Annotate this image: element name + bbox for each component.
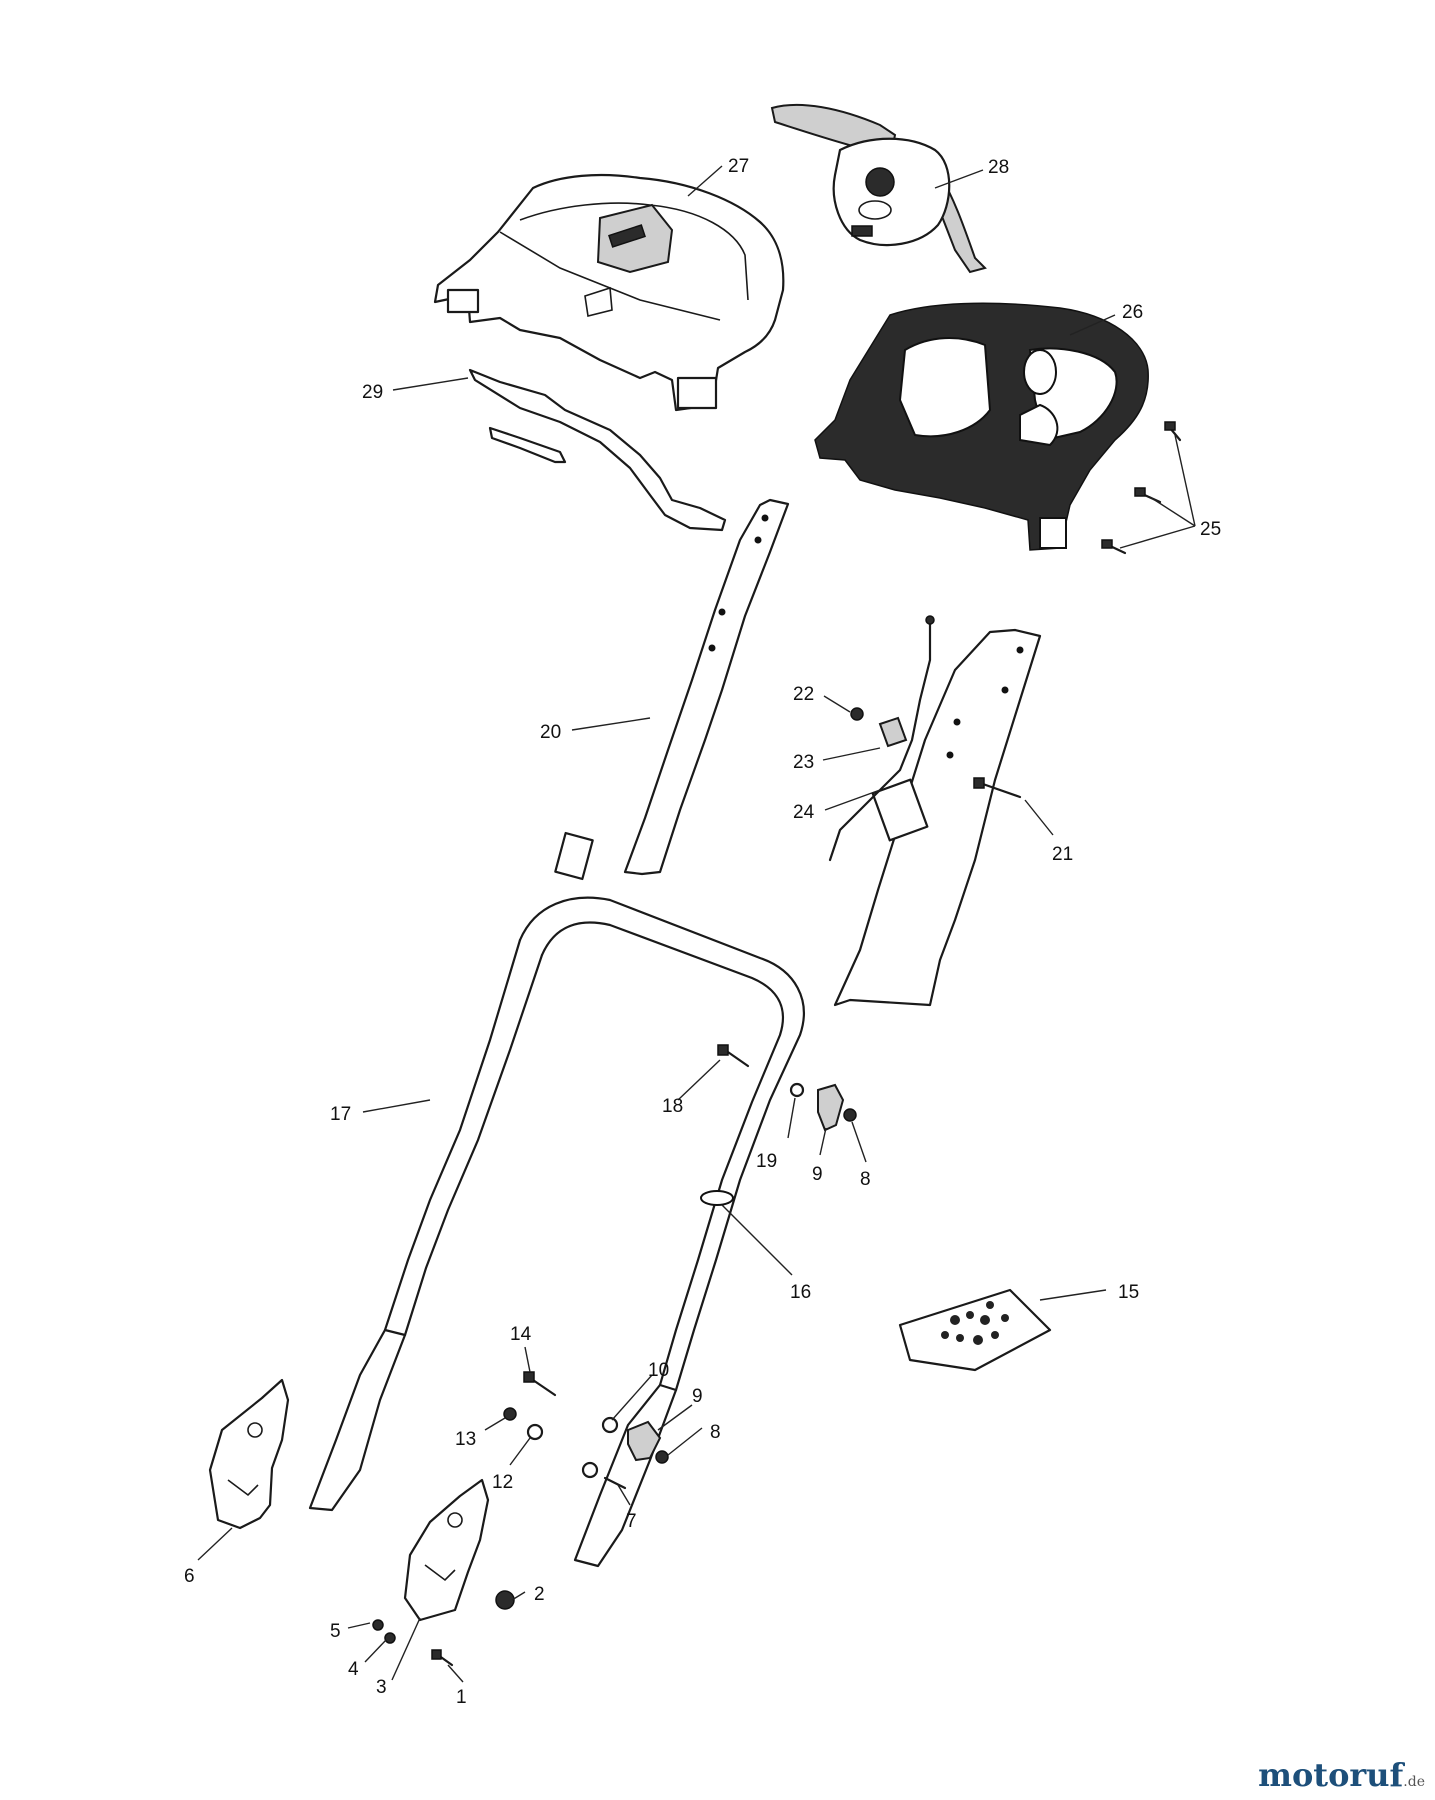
callout-9-upper: 9 bbox=[812, 1164, 823, 1185]
part-22-23-24-cable-assembly bbox=[828, 615, 935, 862]
part-25-screws bbox=[1101, 421, 1182, 555]
callout-13: 13 bbox=[455, 1429, 476, 1450]
callout-18: 18 bbox=[662, 1096, 683, 1117]
callout-20: 20 bbox=[540, 722, 561, 743]
part-26-handle-frame bbox=[814, 302, 1149, 551]
callout-15: 15 bbox=[1118, 1282, 1139, 1303]
callout-22: 22 bbox=[793, 684, 814, 705]
callout-6: 6 bbox=[184, 1566, 195, 1587]
callout-17: 17 bbox=[330, 1104, 351, 1125]
callout-29: 29 bbox=[362, 382, 383, 403]
callout-16: 16 bbox=[790, 1282, 811, 1303]
part-6-left-bracket bbox=[208, 1378, 290, 1530]
part-16-cable-tie bbox=[700, 1190, 734, 1206]
part-27-upper-cover bbox=[433, 173, 785, 412]
part-21-upper-right-tube bbox=[833, 628, 1042, 1007]
callout-2: 2 bbox=[534, 1584, 545, 1605]
part-15-hardware-bag bbox=[898, 1288, 1052, 1372]
part-lower-hardware bbox=[503, 1371, 669, 1490]
callout-27: 27 bbox=[728, 156, 749, 177]
part-28-control-switch bbox=[770, 103, 987, 274]
callout-7: 7 bbox=[626, 1511, 637, 1532]
callout-21: 21 bbox=[1052, 844, 1073, 865]
part-3-right-bracket bbox=[372, 1478, 515, 1667]
part-18-bolt bbox=[717, 1044, 750, 1068]
part-17-main-u-handle bbox=[308, 896, 805, 1568]
brand-watermark: motoruf.de bbox=[1258, 1756, 1425, 1794]
callout-23: 23 bbox=[793, 752, 814, 773]
callout-8-upper: 8 bbox=[860, 1169, 871, 1190]
part-29-cable-clip bbox=[468, 368, 727, 532]
watermark-tld: .de bbox=[1403, 1774, 1425, 1790]
leader-lines bbox=[197, 165, 1196, 1683]
callout-3: 3 bbox=[376, 1677, 387, 1698]
callout-26: 26 bbox=[1122, 302, 1143, 323]
callout-25: 25 bbox=[1200, 519, 1221, 540]
callout-24: 24 bbox=[793, 802, 815, 823]
callout-12: 12 bbox=[492, 1472, 513, 1493]
part-20-upper-left-tube bbox=[554, 498, 790, 881]
watermark-brand: motoruf bbox=[1258, 1756, 1404, 1794]
callout-5: 5 bbox=[330, 1621, 341, 1642]
callout-10: 10 bbox=[648, 1360, 669, 1381]
callout-8-lower: 8 bbox=[710, 1422, 721, 1443]
callout-4: 4 bbox=[348, 1659, 359, 1680]
part-19-9-8-upper-hardware bbox=[789, 1082, 857, 1132]
callout-labels: 27 28 26 25 29 20 22 23 24 21 17 18 19 9… bbox=[184, 156, 1221, 1708]
callout-19: 19 bbox=[756, 1151, 777, 1172]
callout-14: 14 bbox=[510, 1324, 532, 1345]
callout-9-lower: 9 bbox=[692, 1386, 703, 1407]
callout-28: 28 bbox=[988, 157, 1009, 178]
callout-1: 1 bbox=[456, 1687, 467, 1708]
